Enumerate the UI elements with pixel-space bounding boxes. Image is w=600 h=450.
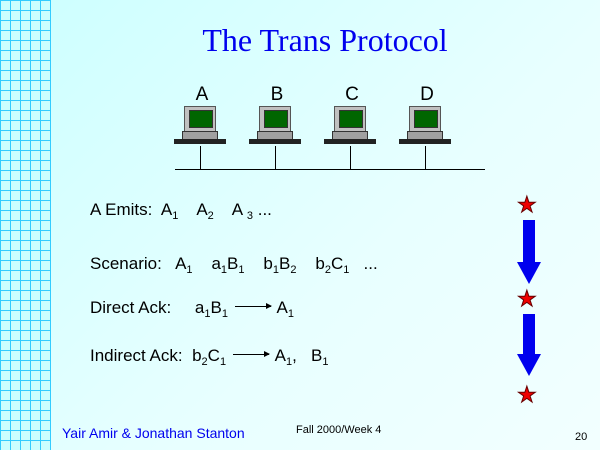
symbol: B xyxy=(227,254,239,273)
symbol: A xyxy=(196,200,208,219)
network-link xyxy=(425,146,426,170)
line-label: Scenario: xyxy=(90,254,162,273)
node-c: C xyxy=(320,84,384,148)
down-arrow-icon xyxy=(517,220,541,284)
emits-line: A Emits: A1 A2 A 3 ... xyxy=(90,200,272,222)
subscript: 1 xyxy=(343,264,350,276)
symbol: B xyxy=(279,254,291,273)
star-icon: ★ xyxy=(517,192,538,218)
subscript: 1 xyxy=(204,308,211,320)
computer-icon xyxy=(322,106,382,148)
subscript: 2 xyxy=(290,264,297,276)
node-label: C xyxy=(345,84,359,105)
subscript: 1 xyxy=(322,356,329,368)
symbol: b xyxy=(192,346,202,365)
symbol: C xyxy=(330,254,344,273)
subscript: 2 xyxy=(201,356,208,368)
arrow-right-icon xyxy=(232,351,270,357)
computer-icon xyxy=(397,106,457,148)
symbol: , xyxy=(292,346,297,365)
symbol: B xyxy=(210,298,222,317)
symbol: b xyxy=(263,254,273,273)
subscript: 2 xyxy=(207,210,214,222)
symbol: A xyxy=(160,200,173,219)
subscript: 1 xyxy=(172,210,179,222)
subscript: 3 xyxy=(246,210,253,222)
node-b: B xyxy=(245,84,309,148)
subscript: 1 xyxy=(238,264,245,276)
subscript: 1 xyxy=(219,356,227,368)
subscript: 2 xyxy=(324,264,331,276)
star-icon: ★ xyxy=(517,382,538,408)
symbol: ... xyxy=(257,200,272,219)
symbol: a xyxy=(211,254,221,273)
node-label: D xyxy=(420,84,434,105)
network-link xyxy=(275,146,276,170)
symbol: a xyxy=(194,298,205,317)
line-label: A Emits: xyxy=(90,200,153,219)
footer-authors: Yair Amir & Jonathan Stanton xyxy=(62,425,245,441)
indirect-ack-line: Indirect Ack: b2C1 A1, B1 xyxy=(90,346,328,368)
star-icon: ★ xyxy=(517,286,538,312)
line-label: Indirect Ack: xyxy=(90,346,183,365)
subscript: 1 xyxy=(186,264,193,276)
network-bus xyxy=(175,169,485,170)
page-number: 20 xyxy=(575,431,588,443)
subscript: 1 xyxy=(221,308,228,320)
scenario-line: Scenario: A1 a1B1 b1B2 b2C1 ... xyxy=(90,254,378,276)
symbol: B xyxy=(310,346,323,365)
down-arrow-icon xyxy=(517,314,541,376)
symbol: A xyxy=(276,298,288,317)
computer-icon xyxy=(247,106,307,148)
subscript: 1 xyxy=(285,356,293,368)
symbol: b xyxy=(315,254,325,273)
footer-term: Fall 2000/Week 4 xyxy=(296,424,382,436)
symbol: A xyxy=(231,200,247,219)
network-link xyxy=(350,146,351,170)
line-label: Direct Ack: xyxy=(90,298,172,317)
subscript: 1 xyxy=(287,308,294,320)
node-d: D xyxy=(395,84,459,148)
symbol: A xyxy=(175,254,187,273)
symbol: A xyxy=(274,346,286,365)
node-a: A xyxy=(170,84,234,148)
direct-ack-line: Direct Ack: a1B1 A1 xyxy=(90,298,294,320)
grid-decoration xyxy=(0,0,51,450)
node-label: B xyxy=(270,84,284,105)
subscript: 1 xyxy=(272,264,279,276)
arrow-right-icon xyxy=(234,303,272,309)
network-link xyxy=(200,146,201,170)
subscript: 1 xyxy=(220,264,228,276)
computer-icon xyxy=(172,106,232,148)
node-label: A xyxy=(195,84,209,105)
symbol: ... xyxy=(363,254,378,273)
slide-title: The Trans Protocol xyxy=(202,22,448,58)
symbol: C xyxy=(207,346,220,365)
